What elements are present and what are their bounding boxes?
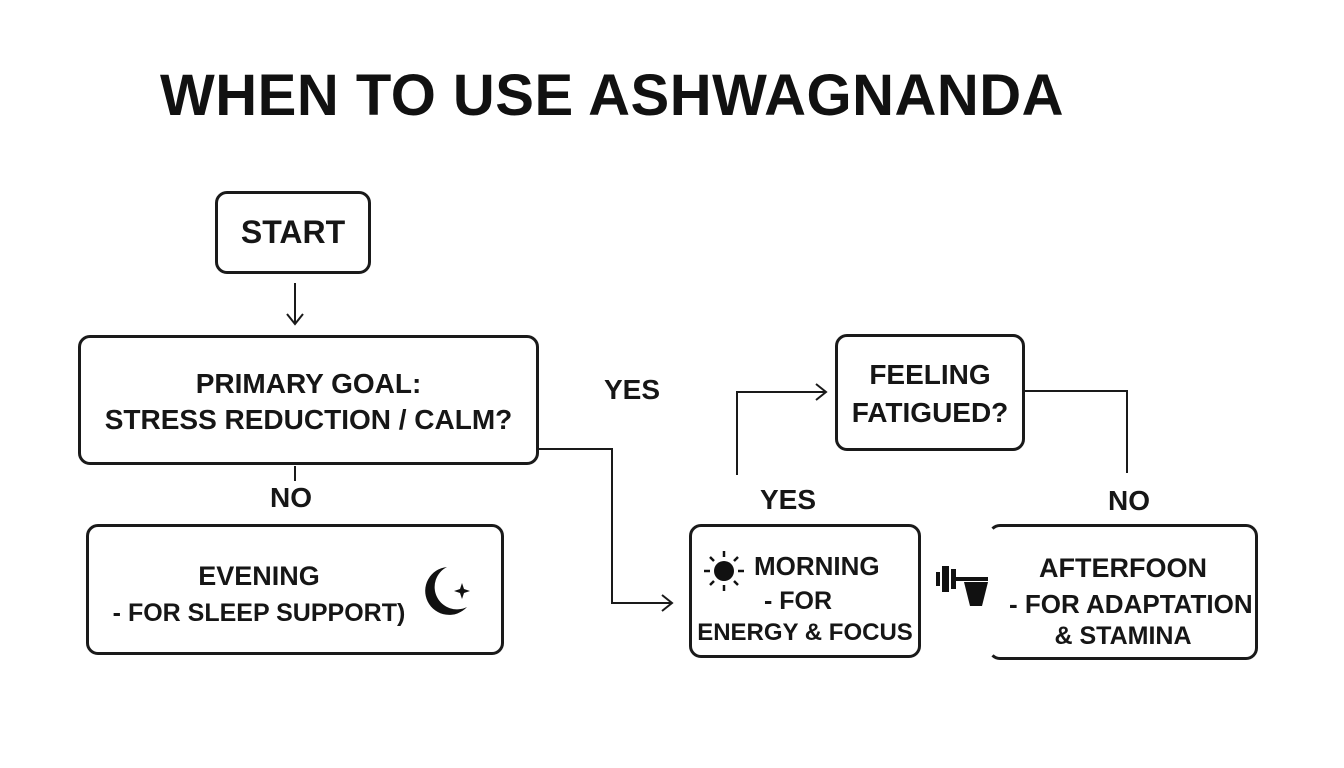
afternoon-node: AFTERFOON - FOR ADAPTATION & STAMINA [988,524,1258,660]
arrowhead-start-to-goal [286,313,304,326]
connector-fatigue-no [1025,390,1128,473]
goal-yes-label: YES [604,374,661,405]
fatigue-question-node: FEELING FATIGUED? [835,334,1025,451]
diagram-title: WHEN TO USE ASHWAGNANDA [160,63,1065,128]
fatigue-yes-label: YES [760,484,817,515]
fatigue-no-label: NO [1108,485,1150,516]
arrow-yes-to-fatigue [736,391,826,475]
arrowhead-goal-to-morning [661,594,674,612]
morning-line-1: MORNING [754,551,880,581]
evening-line-1: EVENING [198,561,320,591]
evening-line-2: - FOR SLEEP SUPPORT) [112,599,406,627]
fatigue-line-2: FATIGUED? [851,397,1009,428]
sun-icon [704,551,744,591]
evening-node: EVENING - FOR SLEEP SUPPORT) [86,524,504,655]
moon-star-icon [425,567,470,615]
goal-no-label: NO [270,482,312,513]
arrow-goal-to-morning [538,448,672,604]
afternoon-line-3: & STAMINA [1054,622,1192,650]
start-label: START [240,214,346,250]
primary-goal-node: PRIMARY GOAL: STRESS REDUCTION / CALM? [78,335,539,465]
afternoon-line-1: AFTERFOON [1039,553,1207,583]
start-node: START [215,191,371,274]
morning-line-3: ENERGY & FOCUS [697,619,913,646]
fatigue-line-1: FEELING [869,359,991,390]
morning-node: MORNING - FOR ENERGY & FOCUS [689,524,921,658]
goal-line-1: PRIMARY GOAL: [195,368,422,399]
afternoon-line-2: - FOR ADAPTATION [1009,589,1253,619]
arrowhead-yes-to-fatigue [815,383,828,401]
morning-line-2: - FOR [764,587,833,615]
goal-line-2: STRESS REDUCTION / CALM? [104,404,513,435]
